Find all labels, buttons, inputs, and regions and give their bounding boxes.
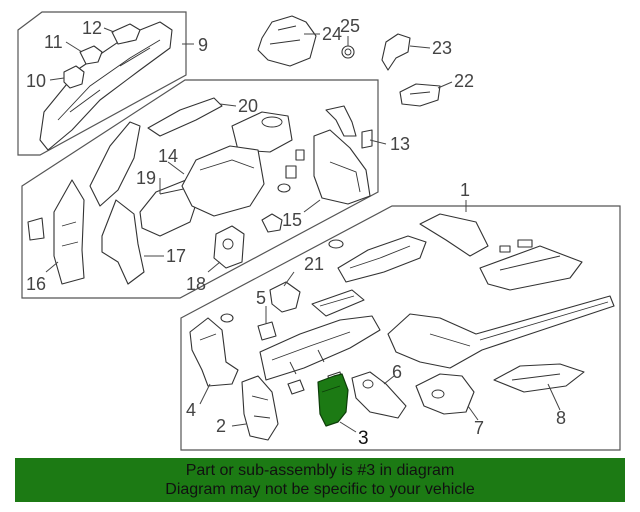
part-23-bracket [381, 33, 411, 71]
info-banner: Part or sub-assembly is #3 in diagram Di… [15, 458, 625, 502]
part-7-bracket [415, 373, 475, 415]
callout-11: 11 [44, 32, 63, 52]
part-1-rail-upper [328, 235, 427, 283]
callout-16: 16 [26, 274, 46, 294]
part-3-highlighted [317, 373, 349, 427]
part-17-bracket [101, 199, 145, 285]
callout-5: 5 [256, 288, 266, 308]
part-25-grommet [341, 45, 355, 59]
parts-diagram: 9 10 11 12 24 25 23 22 20 13 14 19 15 16… [17, 11, 621, 451]
callout-1: 1 [460, 180, 470, 200]
part-reinforcement [311, 289, 365, 317]
callout-7: 7 [474, 418, 484, 438]
callout-17: 17 [166, 246, 186, 266]
callout-23: 23 [432, 38, 452, 58]
callout-13: 13 [390, 134, 410, 154]
callout-18: 18 [186, 274, 206, 294]
callout-24: 24 [322, 24, 342, 44]
callout-12: 12 [82, 18, 102, 38]
part-24-housing [257, 15, 317, 67]
part-motor-housing [231, 111, 293, 153]
callout-15: 15 [282, 210, 302, 230]
part-5-clip [257, 321, 277, 341]
callout-9: 9 [198, 35, 208, 55]
part-12-bracket [111, 23, 141, 45]
part-11-bracket [79, 45, 103, 65]
part-10-bracket [63, 65, 85, 89]
part-21-bracket [269, 281, 301, 313]
callout-10: 10 [26, 71, 46, 91]
callout-25: 25 [340, 16, 360, 36]
part-14-wheelhouse [181, 145, 265, 217]
part-long-rail [387, 295, 615, 369]
part-upper-bracket [419, 213, 489, 257]
part-4-bracket [189, 313, 239, 387]
part-main-rail [259, 315, 381, 381]
part-misc-cylinders [277, 149, 305, 193]
part-15-wheelhouse [313, 129, 371, 205]
leader-lines [45, 27, 561, 433]
banner-line-2: Diagram may not be specific to your vehi… [165, 481, 475, 498]
callout-20: 20 [238, 96, 258, 116]
part-20-panel [147, 97, 223, 137]
callout-14: 14 [158, 146, 178, 166]
part-13-clip [361, 129, 373, 149]
part-6-bracket [351, 371, 407, 419]
part-2-bracket [241, 375, 279, 441]
callout-4: 4 [186, 400, 196, 420]
panel-9-frame [17, 11, 187, 156]
part-22-bracket [399, 83, 441, 107]
part-rail-right [479, 239, 583, 291]
panel-1-frame [180, 205, 621, 451]
part-8-tray [493, 363, 585, 393]
callout-22: 22 [454, 71, 474, 91]
panel-mid-frame [21, 79, 379, 299]
part-18-bracket [213, 225, 245, 269]
part-16-pillar [27, 179, 85, 285]
callout-19: 19 [136, 168, 156, 188]
callout-3: 3 [358, 428, 369, 449]
part-bracket-upper [325, 105, 357, 137]
part-pillar-upper [89, 121, 141, 207]
callout-8: 8 [556, 408, 566, 428]
callout-2: 2 [216, 416, 226, 436]
part-clip-lower [261, 213, 283, 233]
banner-line-1: Part or sub-assembly is #3 in diagram [185, 462, 455, 479]
callout-6: 6 [392, 362, 402, 382]
callout-21: 21 [304, 254, 324, 274]
